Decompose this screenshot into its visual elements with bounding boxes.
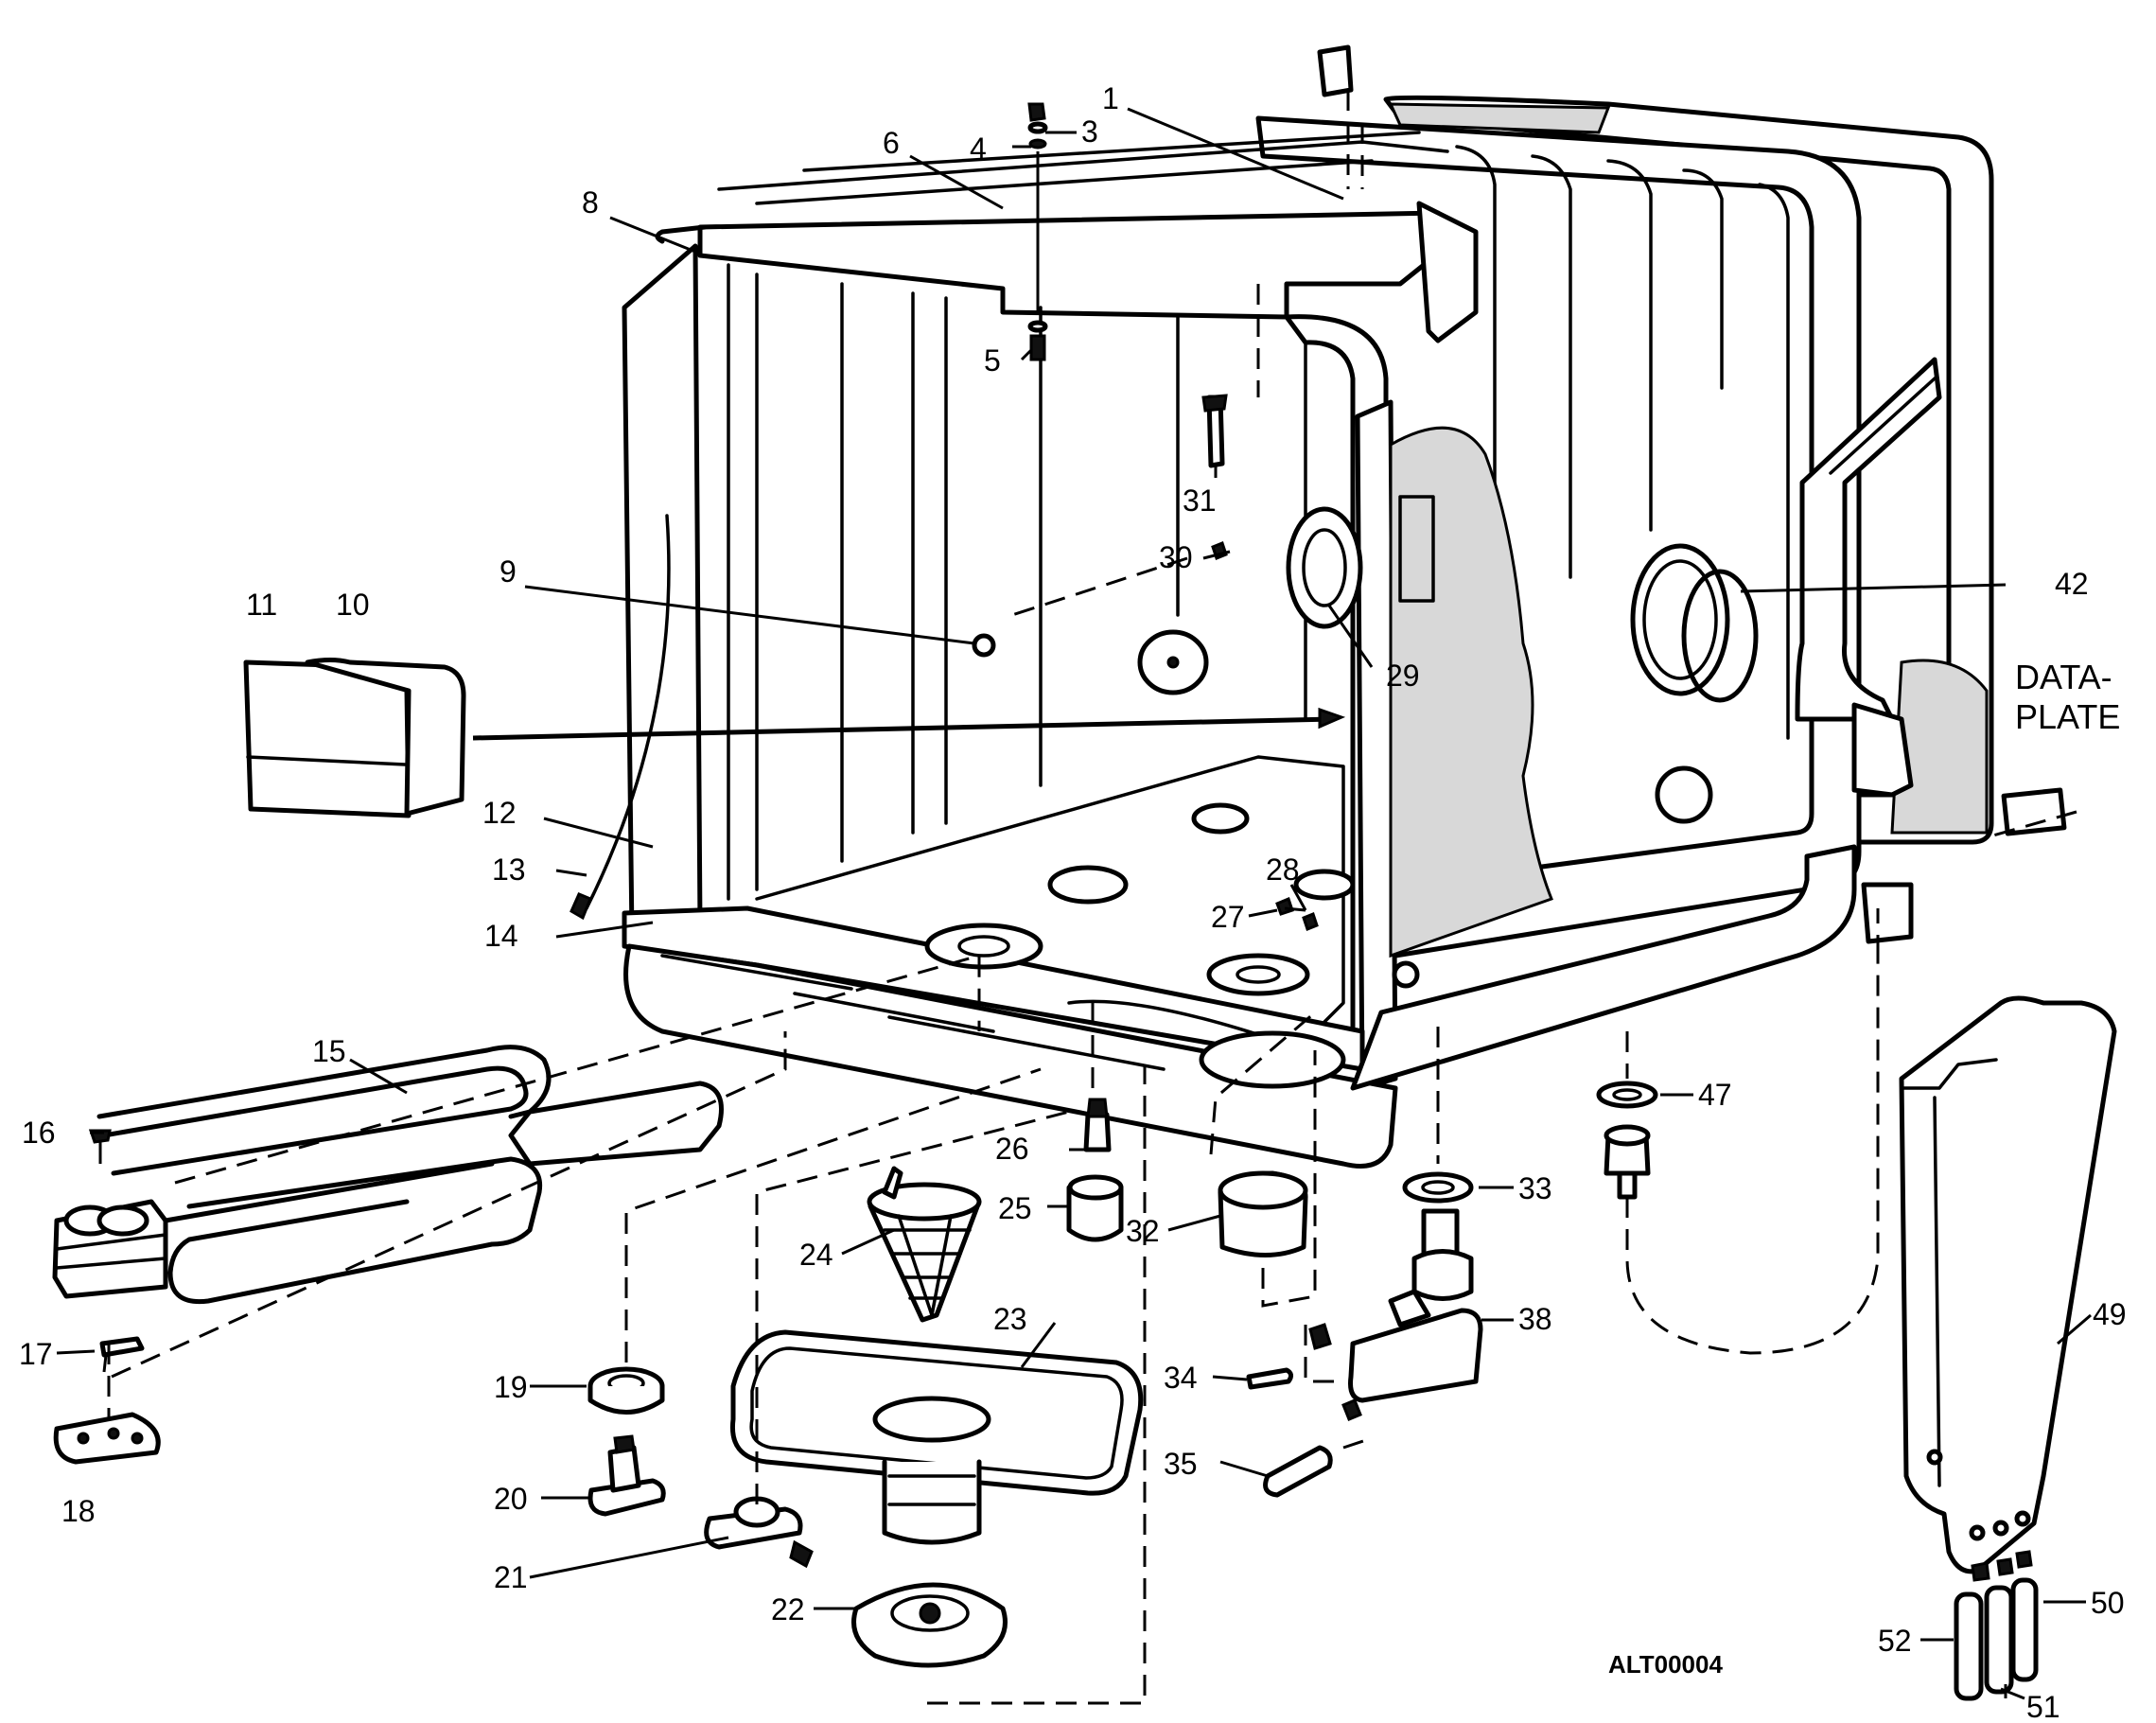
callout-17: 17 (19, 1337, 53, 1371)
callout-33: 33 (1518, 1171, 1552, 1205)
callout-42: 42 (2055, 567, 2089, 601)
dishwasher-tub (570, 44, 1994, 1169)
callout-5: 5 (984, 343, 1001, 378)
callout-4: 4 (970, 132, 987, 166)
callout-47: 47 (1698, 1078, 1732, 1112)
callout-19: 19 (494, 1370, 528, 1404)
callout-18: 18 (61, 1494, 96, 1528)
callout-28: 28 (1266, 853, 1300, 887)
data-plate-label-line1: DATA- (2015, 658, 2112, 696)
callout-12: 12 (482, 796, 517, 830)
callout-25: 25 (998, 1191, 1032, 1225)
callout-29: 29 (1386, 659, 1420, 693)
callout-34: 34 (1164, 1361, 1198, 1395)
callout-22: 22 (771, 1592, 805, 1626)
callout-1: 1 (1102, 81, 1119, 115)
callout-21: 21 (494, 1560, 528, 1594)
callout-8: 8 (582, 185, 599, 220)
callout-20: 20 (494, 1482, 528, 1516)
callout-35: 35 (1164, 1447, 1198, 1481)
callout-13: 13 (492, 853, 526, 887)
callout-26: 26 (995, 1132, 1029, 1166)
callout-27: 27 (1211, 900, 1245, 934)
callout-15: 15 (312, 1034, 346, 1068)
loose-parts (52, 102, 2117, 1701)
callout-50: 50 (2091, 1586, 2125, 1620)
data-plate-label-line2: PLATE (2015, 697, 2120, 736)
callout-11: 11 (246, 588, 277, 622)
callout-49: 49 (2093, 1297, 2127, 1331)
callout-52: 52 (1878, 1624, 1912, 1658)
callout-14: 14 (484, 919, 518, 953)
callout-16: 16 (22, 1116, 56, 1150)
callout-10: 10 (336, 588, 370, 622)
callout-30: 30 (1159, 540, 1193, 574)
callout-23: 23 (993, 1302, 1027, 1336)
callout-6: 6 (883, 126, 900, 160)
callout-31: 31 (1183, 483, 1217, 518)
callout-24: 24 (799, 1238, 833, 1272)
leader-lines (56, 107, 2092, 1700)
callout-labels: 1 3 4 5 6 8 9 10 11 12 13 14 15 16 17 18… (19, 81, 2127, 1723)
assembly-guide-lines (107, 90, 2077, 1705)
callout-51: 51 (2026, 1690, 2060, 1723)
callout-38: 38 (1518, 1302, 1552, 1336)
callout-9: 9 (500, 554, 517, 589)
callout-3: 3 (1081, 114, 1098, 149)
callout-32: 32 (1126, 1214, 1160, 1248)
drawing-reference: ALT00004 (1608, 1650, 1723, 1679)
